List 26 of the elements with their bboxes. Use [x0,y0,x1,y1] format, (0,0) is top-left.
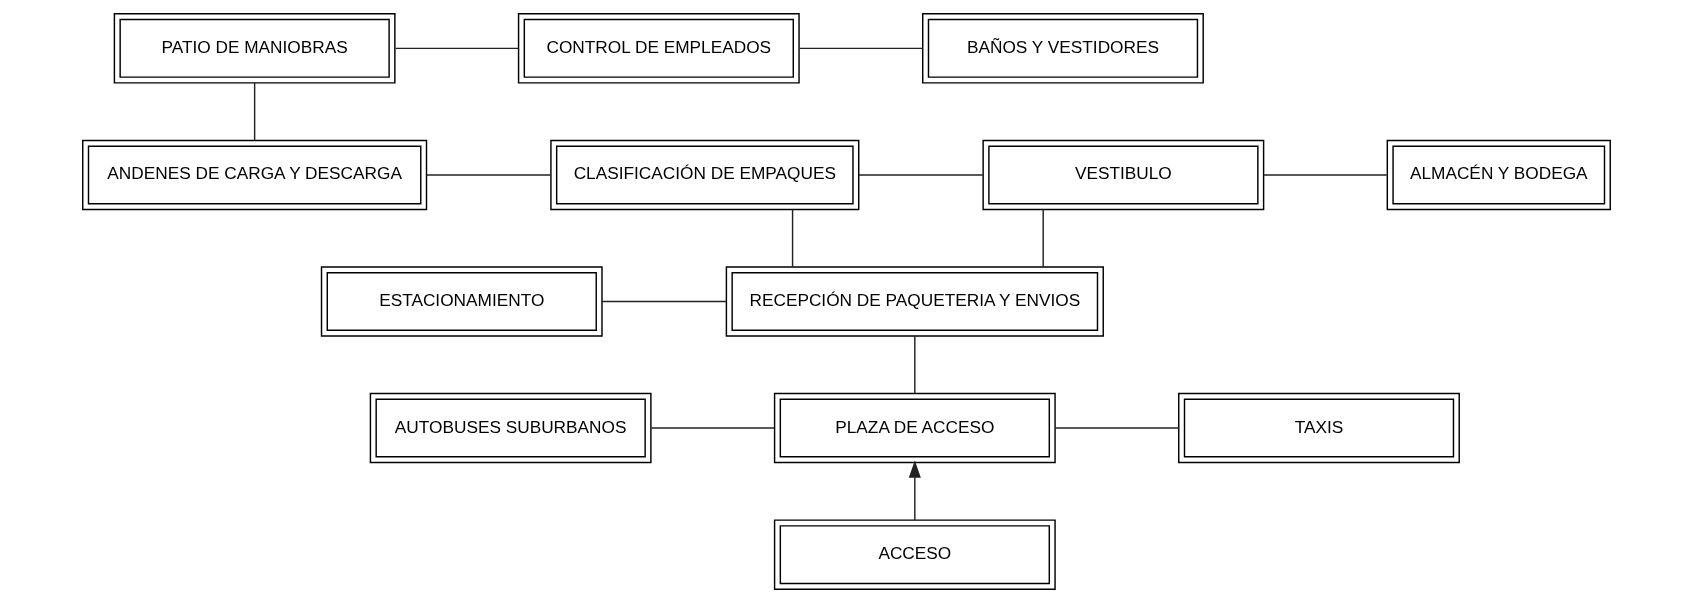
connector [253,82,256,142]
node-box: TAXIS [1178,392,1460,464]
node-box: PATIO DE MANIOBRAS [113,13,396,84]
node-box: CONTROL DE EMPLEADOS [517,13,800,84]
connector [858,174,984,176]
node-box: PLAZA DE ACCESO [773,392,1056,464]
connector [1263,174,1388,176]
connector [798,47,924,50]
connector [394,47,520,50]
connector [1042,208,1044,268]
node-box: ACCESO [773,519,1056,590]
arrow [908,460,921,521]
connector [601,300,727,303]
node-box: ALMACÉN Y BODEGA [1386,139,1611,211]
node-box: VESTIBULO [982,139,1265,211]
connector [650,427,776,429]
node-box: ANDENES DE CARGA Y DESCARGA [82,139,428,211]
connector [791,208,794,268]
connector [426,174,552,176]
node-box: RECEPCIÓN DE PAQUETERIA Y ENVIOS [725,266,1104,337]
connector [1054,427,1180,429]
connector [914,335,916,395]
node-box: AUTOBUSES SUBURBANOS [369,392,652,464]
node-box: CLASIFICACIÓN DE EMPAQUES [550,139,860,211]
node-box: BAÑOS Y VESTIDORES [922,13,1204,84]
node-box: ESTACIONAMIENTO [320,266,603,337]
